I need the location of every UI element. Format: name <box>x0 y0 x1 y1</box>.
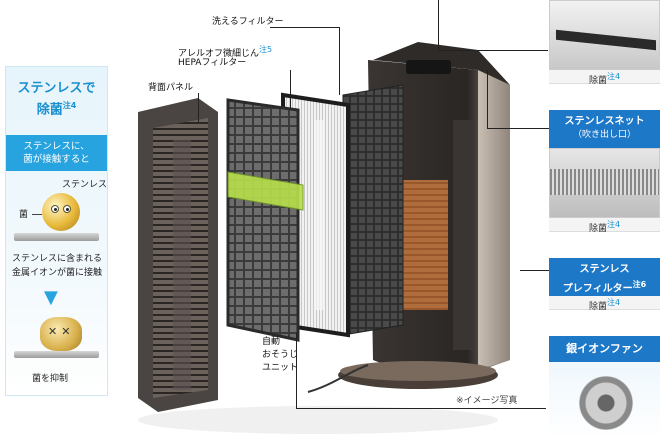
net-caption-text: 除菌 <box>588 224 607 234</box>
auto-clean-label-3: ユニット <box>262 363 299 373</box>
stainless-plate <box>14 351 99 358</box>
prefilter-header: ステンレス プレフィルター注6 <box>549 258 660 296</box>
germ-eye-icon <box>51 205 59 213</box>
hepa-label-note: 注5 <box>259 45 273 54</box>
x-marks: ✕✕ <box>48 325 75 338</box>
prefilter-caption: 除菌注4 <box>549 296 660 312</box>
contact-line1: ステンレスに含まれる <box>12 254 103 264</box>
callout-line-deodor <box>339 27 340 95</box>
top-handle <box>406 60 451 74</box>
result-text: 菌を抑制 <box>32 374 69 384</box>
panel-title-line1: ステンレスで <box>17 81 96 96</box>
top-grille-photo <box>549 0 660 70</box>
band-line1: ステンレスに、 <box>23 141 90 152</box>
callout-line-top <box>438 0 439 50</box>
contact-line2: 金属イオンが菌に接触 <box>12 268 103 278</box>
auto-clean-unit <box>227 171 304 211</box>
callout-line-back <box>198 93 199 123</box>
grille-bar <box>556 29 656 51</box>
prefilter-note: 注6 <box>632 280 647 289</box>
hepa-label-line1: アレルオフ微細じん注5 <box>178 44 272 60</box>
auto-clean-label-1: 自動 <box>262 337 281 347</box>
prefilter-title-2: プレフィルター注6 <box>549 277 660 296</box>
unit-side-panel <box>478 70 510 370</box>
panel-title-word: 除菌 <box>36 102 63 118</box>
callout-line-net-v <box>487 70 488 128</box>
back-panel-label: 背面パネル <box>148 83 194 93</box>
mesh-prefilter <box>226 98 300 342</box>
germ-eye-icon <box>63 205 71 213</box>
top-caption-text: 除菌 <box>588 76 607 86</box>
stainless-info-panel: ステンレスで 除菌注4 ステンレスに、 菌が接触すると ステンレス 菌 ステンレ… <box>5 66 108 396</box>
fan-panel: 銀イオンファン <box>549 336 660 440</box>
down-arrow-icon: ▼ <box>44 287 58 308</box>
contact-band: ステンレスに、 菌が接触すると <box>6 135 107 171</box>
germ-pointer-line <box>32 214 42 215</box>
net-mesh <box>550 169 659 195</box>
panel-title-note: 注4 <box>62 101 77 110</box>
callout-line-net <box>487 128 549 129</box>
callout-line-deodor-h <box>270 27 340 28</box>
stainless-plate <box>14 233 99 241</box>
top-caption: 除菌注4 <box>549 70 660 86</box>
band-line2: 菌が接触すると <box>23 154 90 165</box>
net-caption-note: 注4 <box>606 220 621 229</box>
prefilter-caption-note: 注4 <box>606 298 621 307</box>
net-caption: 除菌注4 <box>549 218 660 234</box>
image-note: ※イメージ写真 <box>456 396 518 406</box>
panel-title-line2: 除菌注4 <box>6 98 107 118</box>
prefilter-title-text: プレフィルター <box>562 283 633 295</box>
stainless-label: ステンレス <box>62 180 108 190</box>
germ-ball-icon <box>42 193 80 231</box>
stainless-net-photo <box>549 148 660 218</box>
prefilter-title-1: ステンレス <box>579 264 630 275</box>
callout-line-pre <box>520 270 549 271</box>
auto-clean-label-2: おそうじ <box>262 350 299 360</box>
callout-line-top-h <box>438 50 548 51</box>
product-illustration <box>138 42 510 434</box>
deodor-filter-label: 洗えるフィルター <box>212 17 284 27</box>
germ-label: 菌 <box>19 210 29 220</box>
fan-title: 銀イオンファン <box>549 336 660 362</box>
silver-ion-fan-icon <box>579 376 633 430</box>
callout-line-fan <box>296 408 546 409</box>
suppressed-germ-icon: ✕✕ <box>40 317 82 351</box>
floor-reflection <box>138 406 498 434</box>
callout-line-auto <box>296 333 297 408</box>
power-cord <box>307 364 369 393</box>
hepa-label-text: アレルオフ微細じん <box>178 49 260 59</box>
net-title: ステンレスネット <box>564 116 645 127</box>
hepa-label-line2: HEPAフィルター <box>178 58 247 68</box>
deodorizing-filter <box>342 84 404 336</box>
unit-label-area <box>453 120 473 350</box>
net-subtitle: （吹き出し口） <box>572 130 636 140</box>
net-header: ステンレスネット （吹き出し口） <box>549 110 660 148</box>
callout-line-hepa <box>290 70 291 110</box>
prefilter-caption-text: 除菌 <box>588 302 607 312</box>
exploded-product-view <box>118 0 538 440</box>
top-caption-note: 注4 <box>606 72 621 81</box>
